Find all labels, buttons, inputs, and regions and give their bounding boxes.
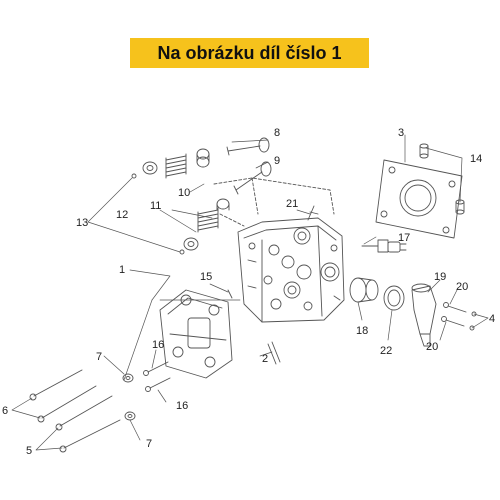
long-bolts <box>29 369 121 453</box>
washers <box>122 373 136 421</box>
leader-lines <box>11 134 489 451</box>
label-part-16-upper: 16 <box>152 339 164 351</box>
stud <box>307 205 319 221</box>
label-part-10: 10 <box>178 187 190 199</box>
label-part-8: 8 <box>274 127 280 139</box>
dowel-pins <box>419 143 465 215</box>
cylinder-head <box>237 217 345 323</box>
temperature-sensor <box>361 239 407 253</box>
thermostat-cap <box>349 277 379 303</box>
part-labels: 1 2 3 4 5 6 7 7 8 9 10 11 12 13 14 15 16… <box>2 127 495 457</box>
alignment-guides <box>213 177 335 227</box>
dowel <box>267 341 281 365</box>
fitting-bolts <box>441 302 477 331</box>
label-part-21: 21 <box>286 198 298 210</box>
valve-keepers <box>131 173 185 255</box>
water-outlet-fitting <box>411 283 437 347</box>
label-part-11: 11 <box>150 200 161 212</box>
valves <box>226 137 272 195</box>
short-bolts <box>143 361 171 392</box>
small-pin <box>227 289 233 299</box>
label-part-16-lower: 16 <box>176 400 188 412</box>
part-number-banner: Na obrázku díl číslo 1 <box>130 38 369 68</box>
label-part-5: 5 <box>26 445 32 457</box>
label-part-14: 14 <box>470 153 482 165</box>
label-part-20-upper: 20 <box>456 281 468 293</box>
valve-springs <box>165 153 219 233</box>
label-part-6: 6 <box>2 405 8 417</box>
label-part-18: 18 <box>356 325 368 337</box>
label-part-4: 4 <box>489 313 495 325</box>
head-gasket <box>375 159 463 239</box>
label-part-19: 19 <box>434 271 446 283</box>
label-part-3: 3 <box>398 127 404 139</box>
label-part-15: 15 <box>200 271 212 283</box>
o-ring <box>383 285 405 311</box>
label-part-9: 9 <box>274 155 280 167</box>
label-part-12: 12 <box>116 209 128 221</box>
label-part-20-lower: 20 <box>426 341 438 353</box>
label-part-17: 17 <box>398 232 410 244</box>
label-part-22: 22 <box>380 345 392 357</box>
label-part-13: 13 <box>76 217 88 229</box>
label-part-7-upper: 7 <box>96 351 102 363</box>
label-part-7-lower: 7 <box>146 438 152 450</box>
spring-caps <box>142 148 230 251</box>
label-part-2: 2 <box>262 353 268 365</box>
label-part-1: 1 <box>119 264 125 276</box>
rocker-support <box>159 289 233 379</box>
